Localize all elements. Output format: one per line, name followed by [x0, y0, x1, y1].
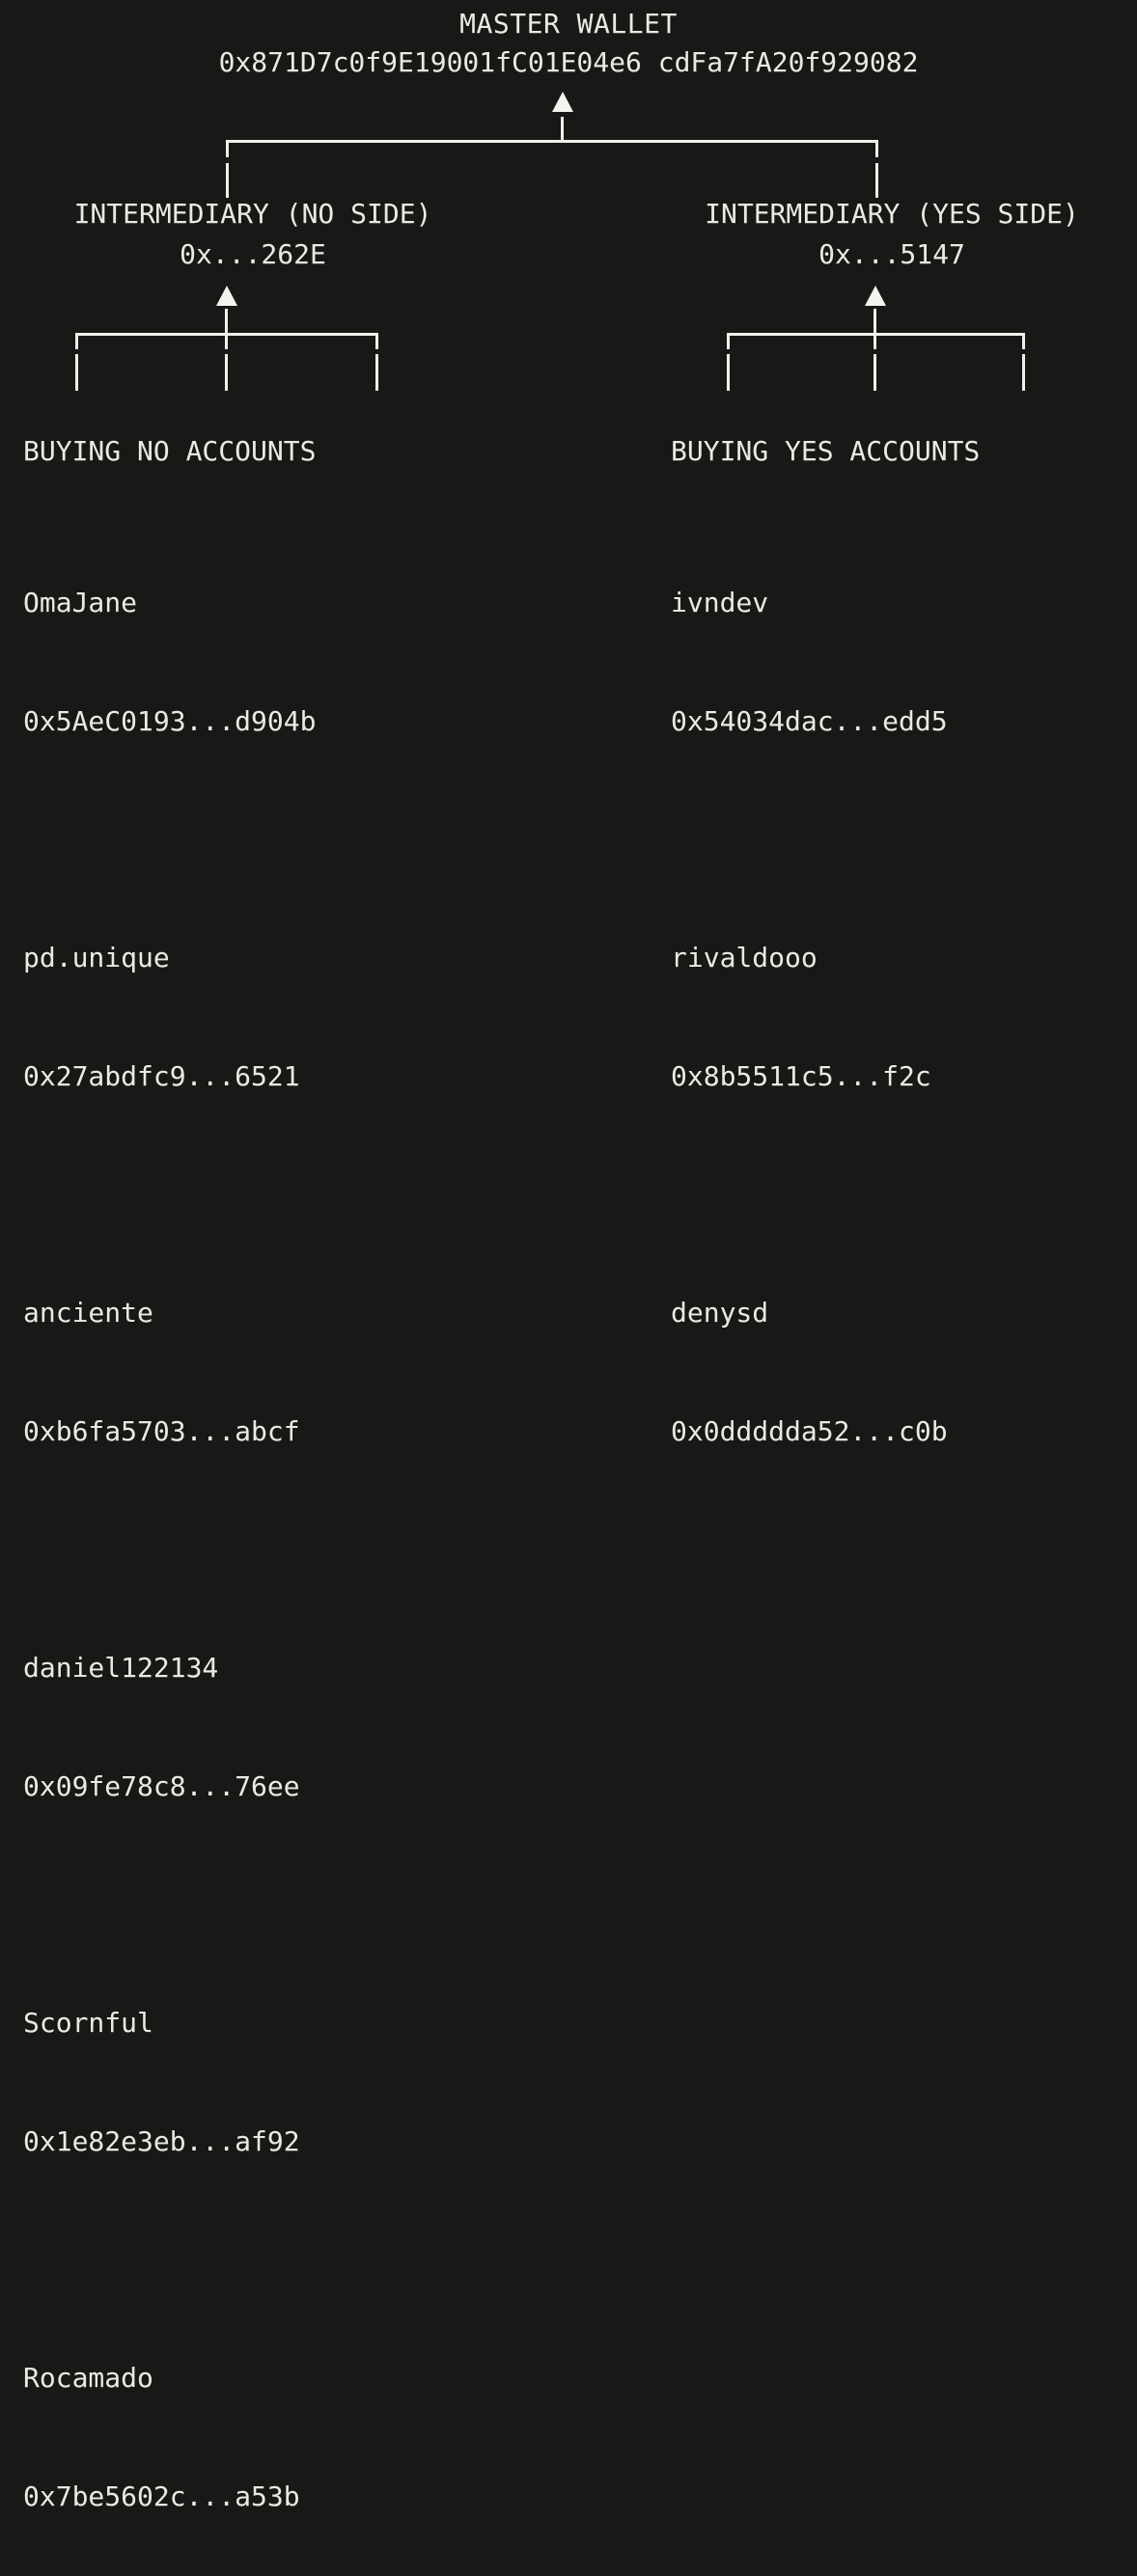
account-entry: rivaldooo 0x8b5511c5...f2c: [671, 859, 948, 1175]
buying-no-account-list: OmaJane 0x5AeC0193...d904b pd.unique 0x2…: [23, 504, 316, 2576]
account-name: anciente: [23, 1297, 153, 1329]
account-name: ivndev: [671, 587, 769, 618]
intermediary-yes-label: INTERMEDIARY (YES SIDE): [705, 198, 1079, 230]
account-entry: OmaJane 0x5AeC0193...d904b: [23, 504, 316, 820]
account-entry: daniel122134 0x09fe78c8...76ee: [23, 1569, 316, 1885]
arrow-up-icon: [865, 286, 886, 306]
connector-line: [225, 309, 228, 333]
connector-line: [375, 354, 378, 391]
connector-line: [874, 309, 876, 333]
account-entry: Rocamado 0x7be5602c...a53b: [23, 2279, 316, 2576]
account-name: pd.unique: [23, 942, 170, 973]
account-name: Rocamado: [23, 2362, 153, 2394]
arrow-up-icon: [216, 286, 237, 306]
account-name: denysd: [671, 1297, 769, 1329]
connector-line: [226, 163, 229, 198]
account-name: daniel122134: [23, 1652, 219, 1684]
connector-line: [375, 336, 378, 349]
connector-line: [874, 336, 876, 349]
connector-line: [75, 336, 78, 349]
connector-line: [727, 333, 1025, 336]
master-wallet-title: MASTER WALLET: [459, 8, 678, 40]
connector-line: [225, 336, 228, 349]
wallet-tree-diagram: MASTER WALLET 0x871D7c0f9E19001fC01E04e6…: [0, 8, 1137, 2512]
master-wallet-address: 0x871D7c0f9E19001fC01E04e6 cdFa7fA20f929…: [218, 46, 919, 78]
connector-line: [874, 354, 876, 391]
account-name: OmaJane: [23, 587, 138, 618]
account-entry: anciente 0xb6fa5703...abcf: [23, 1214, 316, 1530]
account-name: Scornful: [23, 2007, 153, 2039]
account-address: 0x54034dac...edd5: [671, 705, 948, 737]
intermediary-no-label: INTERMEDIARY (NO SIDE): [73, 198, 432, 230]
intermediary-yes-address: 0x...5147: [818, 238, 965, 270]
connector-line: [875, 163, 878, 198]
account-address: 0x8b5511c5...f2c: [671, 1060, 931, 1092]
connector-line: [875, 143, 878, 157]
account-address: 0x0ddddda52...c0b: [671, 1415, 948, 1447]
arrow-up-icon: [552, 92, 573, 112]
buying-yes-account-list: ivndev 0x54034dac...edd5 rivaldooo 0x8b5…: [671, 504, 948, 1530]
account-address: 0x09fe78c8...76ee: [23, 1770, 300, 1802]
account-address: 0x1e82e3eb...af92: [23, 2125, 300, 2157]
intermediary-yes-side: INTERMEDIARY (YES SIDE) 0x...5147: [639, 194, 1137, 275]
intermediary-no-address: 0x...262E: [180, 238, 326, 270]
account-entry: ivndev 0x54034dac...edd5: [671, 504, 948, 820]
section-title-buying-yes: BUYING YES ACCOUNTS: [671, 435, 981, 467]
account-address: 0xb6fa5703...abcf: [23, 1415, 300, 1447]
connector-line: [561, 117, 564, 142]
connector-line: [727, 354, 730, 391]
account-entry: denysd 0x0ddddda52...c0b: [671, 1214, 948, 1530]
connector-line: [226, 140, 878, 143]
connector-line: [1022, 354, 1025, 391]
connector-line: [225, 354, 228, 391]
account-address: 0x27abdfc9...6521: [23, 1060, 300, 1092]
account-entry: Scornful 0x1e82e3eb...af92: [23, 1924, 316, 2240]
connector-line: [1022, 336, 1025, 349]
section-title-buying-no: BUYING NO ACCOUNTS: [23, 435, 317, 467]
connector-line: [727, 336, 730, 349]
account-address: 0x7be5602c...a53b: [23, 2480, 300, 2512]
connector-line: [226, 143, 229, 157]
intermediary-no-side: INTERMEDIARY (NO SIDE) 0x...262E: [0, 194, 506, 275]
account-entry: pd.unique 0x27abdfc9...6521: [23, 859, 316, 1175]
account-name: rivaldooo: [671, 942, 818, 973]
account-address: 0x5AeC0193...d904b: [23, 705, 317, 737]
connector-line: [75, 333, 378, 336]
connector-line: [75, 354, 78, 391]
